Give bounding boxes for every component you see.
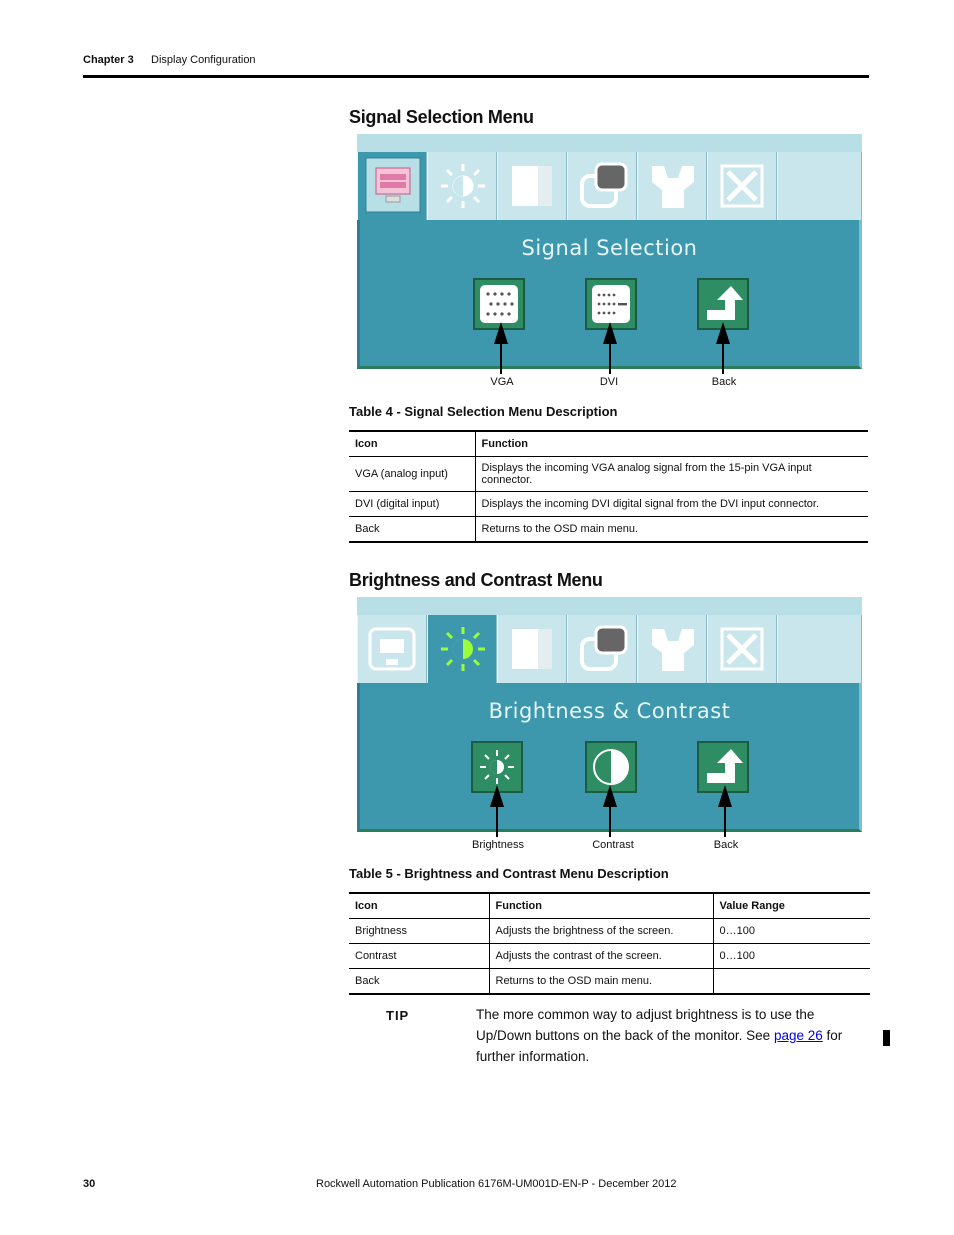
vga-label: VGA [490, 376, 514, 388]
dvi-pointer-arrow [603, 322, 617, 374]
chapter-title: Display Configuration [151, 54, 256, 66]
sun-icon [441, 164, 485, 208]
back-arrow-icon [703, 747, 743, 787]
table-header-cell: Function [474, 430, 868, 457]
brightness-contrast-heading: Brightness and Contrast Menu [349, 570, 603, 590]
publication-info: Rockwell Automation Publication 6176M-UM… [316, 1178, 677, 1190]
table-header-cell: Icon [349, 430, 475, 457]
table-header-cell: Icon [349, 892, 489, 919]
tab-image [497, 152, 567, 220]
signal-selection-table: Icon Function VGA (analog input) Display… [349, 430, 868, 543]
back-label: Back [711, 376, 737, 388]
tab-brightness [427, 615, 497, 683]
table-cell [712, 968, 870, 995]
table-cell: 0…100 [712, 918, 870, 944]
vga-connector-icon [480, 285, 518, 323]
table4-caption: Table 4 - Signal Selection Menu Descript… [349, 404, 618, 419]
tip-text-before: The more common way to adjust brightness… [476, 1007, 815, 1043]
table-cell: Back [349, 516, 475, 543]
table-cell: Displays the incoming DVI digital signal… [474, 491, 868, 517]
table-header-cell: Value Range [712, 892, 870, 919]
back-button[interactable] [697, 278, 749, 330]
dvi-label: DVI [599, 376, 619, 388]
tip-text-after: for further information. [476, 1028, 843, 1064]
tab-blank [777, 615, 862, 683]
close-icon [720, 627, 764, 671]
table-row: Contrast Adjusts the contrast of the scr… [349, 943, 870, 969]
tab-pip [567, 615, 637, 683]
page-26-link[interactable]: page 26 [773, 1028, 823, 1043]
page-number: 30 [83, 1178, 96, 1190]
brightness-contrast-table: Icon Function Value Range Brightness Adj… [349, 892, 870, 995]
back-button[interactable] [697, 741, 749, 793]
table-row: Back Returns to the OSD main menu. [349, 968, 870, 995]
wrench-icon [652, 166, 694, 208]
tip-text: The more common way to adjust brightness… [476, 1004, 872, 1067]
tab-signal [357, 152, 427, 220]
table-cell: Back [349, 968, 489, 995]
brightness-pointer-arrow [490, 785, 504, 837]
tab-exit [707, 152, 777, 220]
table-cell: Returns to the OSD main menu. [474, 516, 868, 543]
close-icon [720, 164, 764, 208]
osd-tab-bar [357, 134, 862, 220]
pip-windows-icon [580, 162, 628, 208]
table-header-row: Icon Function [349, 430, 868, 457]
tab-brightness [427, 152, 497, 220]
table-row: VGA (analog input) Displays the incoming… [349, 456, 868, 492]
table-row: Back Returns to the OSD main menu. [349, 516, 868, 543]
table-header-row: Icon Function Value Range [349, 892, 870, 919]
back-arrow-icon [703, 284, 743, 324]
brightness-label: Brightness [472, 839, 524, 851]
signal-selection-heading: Signal Selection Menu [349, 107, 534, 127]
back-pointer-arrow [716, 322, 730, 374]
tab-exit [707, 615, 777, 683]
contrast-button[interactable] [585, 741, 637, 793]
contrast-label: Contrast [592, 839, 634, 851]
contrast-pointer-arrow [603, 785, 617, 837]
back-pointer-arrow [718, 785, 732, 837]
pip-windows-icon [580, 625, 628, 671]
osd-title: Signal Selection [521, 236, 698, 260]
table-header-cell: Function [488, 892, 713, 919]
tab-blank [777, 152, 862, 220]
tab-tools [637, 615, 707, 683]
sun-icon [477, 747, 517, 787]
dvi-connector-icon [592, 285, 630, 323]
back-label: Back [713, 839, 739, 851]
osd-title: Brightness & Contrast [488, 699, 731, 723]
table-cell: Displays the incoming VGA analog signal … [474, 456, 868, 492]
table-cell: Returns to the OSD main menu. [488, 968, 713, 995]
tab-signal [357, 615, 427, 683]
change-bar [883, 1030, 890, 1046]
image-icon [512, 166, 552, 206]
brightness-contrast-osd: Brightness & Contrast [357, 597, 862, 832]
monitor-icon [365, 157, 421, 213]
chapter-label: Chapter 3 [83, 54, 134, 66]
tip-label: TIP [386, 1008, 410, 1023]
tab-pip [567, 152, 637, 220]
image-icon [512, 629, 552, 669]
tab-image [497, 615, 567, 683]
table-cell: DVI (digital input) [349, 491, 475, 517]
table-row: DVI (digital input) Displays the incomin… [349, 491, 868, 517]
table-cell: Adjusts the brightness of the screen. [488, 918, 713, 944]
osd-tab-bar [357, 597, 862, 683]
sun-icon [441, 627, 485, 671]
wrench-icon [652, 629, 694, 671]
vga-pointer-arrow [494, 322, 508, 374]
table-cell: VGA (analog input) [349, 456, 475, 492]
table-cell: 0…100 [712, 943, 870, 969]
page-header: Chapter 3 Display Configuration [83, 52, 869, 78]
tab-tools [637, 152, 707, 220]
table-cell: Brightness [349, 918, 489, 944]
contrast-icon [591, 747, 631, 787]
table-row: Brightness Adjusts the brightness of the… [349, 918, 870, 944]
table5-caption: Table 5 - Brightness and Contrast Menu D… [349, 866, 669, 881]
table-cell: Contrast [349, 943, 489, 969]
monitor-icon [368, 627, 416, 671]
table-cell: Adjusts the contrast of the screen. [488, 943, 713, 969]
